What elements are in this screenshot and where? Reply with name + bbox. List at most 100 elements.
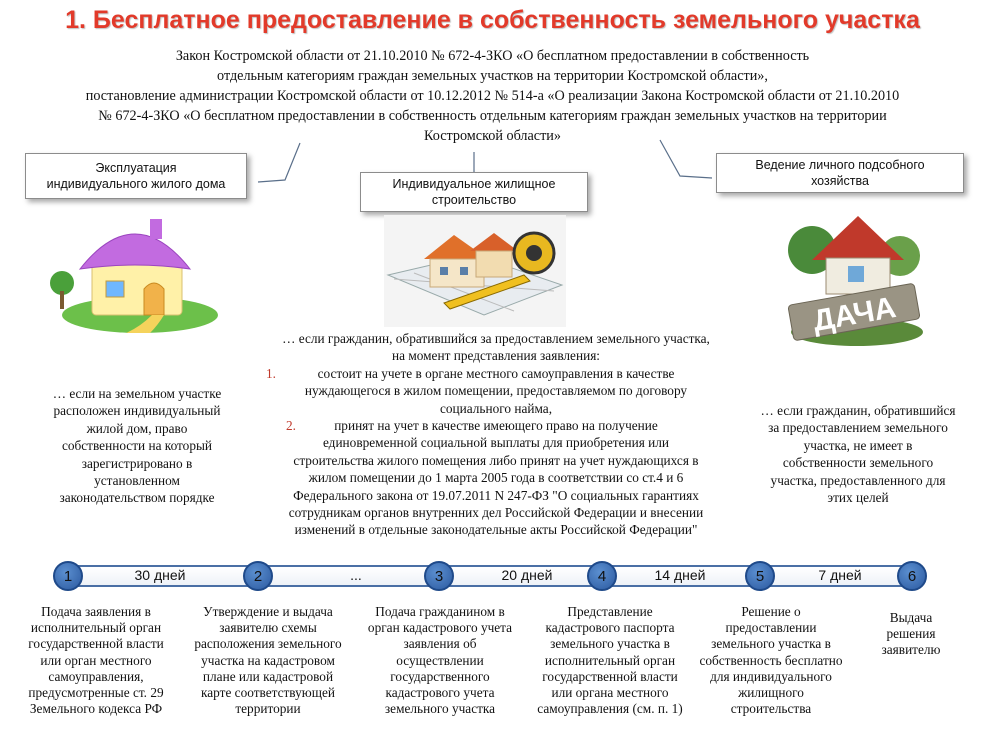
- category-label: Эксплуатация: [95, 161, 177, 175]
- desc-line: состоит на учете в органе местного самоу…: [317, 365, 675, 381]
- desc-line: принят на учет в качестве имеющего право…: [334, 418, 658, 434]
- desc-line: жилом помещении до 1 марта 2005 года в с…: [308, 470, 684, 486]
- law-line: Закон Костромской области от 21.10.2010 …: [175, 48, 810, 64]
- timeline-step: 4: [587, 561, 617, 591]
- step-desc-line: участка на кадастровом: [201, 652, 335, 668]
- page-title: 1. Бесплатное предоставление в собственн…: [65, 6, 920, 34]
- step-desc-line: расположения земельного: [194, 636, 342, 652]
- step-desc-line: Решение о: [741, 604, 801, 619]
- timeline-duration: 30 дней: [134, 567, 186, 583]
- desc-line: … если на земельном участке: [52, 386, 222, 401]
- step-desc-line: государственного: [390, 668, 490, 684]
- center-description: … если гражданин, обратившийся за предос…: [240, 330, 752, 539]
- step-desc-line: самоуправления (см. п. 1): [537, 701, 683, 717]
- step-desc-line: строительства: [730, 701, 812, 717]
- desc-line: законодательством порядке: [59, 490, 215, 506]
- house-illustration: [50, 219, 218, 333]
- timeline-duration: ...: [350, 567, 362, 583]
- step-desc-line: кадастрового учета: [385, 685, 495, 701]
- desc-line: этих целей: [827, 490, 889, 506]
- desc-line: расположен индивидуальный: [53, 403, 221, 419]
- desc-line: на момент представления заявления:: [391, 348, 601, 364]
- step-desc-line: земельного участка: [384, 701, 496, 717]
- step-desc-line: или орган местного: [40, 652, 152, 668]
- step-desc-line: для индивидуального: [710, 668, 832, 684]
- desc-line: изменений в отдельные законодательные ак…: [294, 522, 698, 538]
- desc-line: единовременной социальной выплаты для пр…: [322, 435, 670, 451]
- desc-line: собственности на который: [61, 438, 213, 454]
- category-label: строительство: [431, 193, 517, 207]
- desc-line: за предоставлением земельного: [768, 420, 948, 436]
- category-label: Индивидуальное жилищное: [392, 177, 556, 191]
- step-desc-line: решения: [886, 626, 936, 642]
- timeline-duration: 20 дней: [501, 567, 553, 583]
- step-desc-line: земельного участка в: [711, 636, 831, 652]
- desc-line: … если гражданин, обратившийся за предос…: [282, 331, 710, 346]
- step-desc-line: жилищного: [738, 685, 804, 701]
- construction-illustration: [384, 215, 566, 327]
- timeline-step: 5: [745, 561, 775, 591]
- step-desc-line: Земельного кодекса РФ: [29, 701, 163, 717]
- step-desc-line: Подача заявления в: [41, 604, 151, 619]
- step-desc-line: Подача гражданином в: [375, 604, 505, 619]
- step-desc-line: плане или кадастровой: [202, 668, 334, 684]
- law-line: постановление администрации Костромской …: [85, 88, 900, 104]
- step-desc-line: предоставлении: [725, 620, 817, 636]
- step-desc-line: земельного участка в: [550, 636, 670, 652]
- desc-line: установленном: [94, 473, 180, 489]
- timeline-duration: 7 дней: [818, 567, 862, 583]
- timeline-step: 1: [53, 561, 83, 591]
- step-desc-line: государственной власти: [28, 636, 164, 652]
- step-description: Выдача решения заявителю: [866, 610, 956, 659]
- timeline-step: 3: [424, 561, 454, 591]
- step-desc-line: территории: [235, 701, 301, 717]
- condition-number: 1.: [266, 365, 276, 381]
- desc-line: сотрудникам органов внутренних дел Росси…: [288, 505, 704, 521]
- desc-line: Федерального закона от 19.07.2011 N 247-…: [293, 487, 699, 503]
- condition-number: 2.: [286, 418, 296, 434]
- desc-line: собственности земельного: [782, 455, 934, 471]
- step-desc-line: кадастрового паспорта: [545, 620, 675, 636]
- step-desc-line: заявителю схемы: [219, 620, 317, 636]
- law-reference: Закон Костромской области от 21.10.2010 …: [10, 46, 975, 146]
- step-description: Представление кадастрового паспорта земе…: [522, 604, 698, 717]
- desc-line: жилой дом, право: [86, 420, 188, 436]
- desc-line: участка, предоставленного для: [770, 472, 946, 488]
- category-box-construction: Индивидуальное жилищное строительство: [360, 172, 588, 212]
- step-description: Подача заявления в исполнительный орган …: [8, 604, 184, 717]
- step-desc-line: государственной власти: [542, 668, 678, 684]
- law-line: № 672-4-ЗКО «О бесплатном предоставлении…: [98, 108, 887, 124]
- step-desc-line: заявителю: [881, 642, 941, 658]
- desc-line: нуждающегося в жилом помещении, предоста…: [304, 383, 688, 399]
- timeline-step: 6: [897, 561, 927, 591]
- step-desc-line: осуществлении: [396, 652, 484, 668]
- step-desc-line: Представление: [567, 604, 653, 619]
- timeline-duration: 14 дней: [654, 567, 706, 583]
- step-desc-line: карте соответствующей: [201, 685, 335, 701]
- step-description: Решение о предоставлении земельного учас…: [686, 604, 856, 717]
- category-label: индивидуального жилого дома: [46, 177, 226, 191]
- category-label: хозяйства: [811, 174, 869, 188]
- step-desc-line: или органа местного: [551, 685, 669, 701]
- category-label: Ведение личного подсобного: [755, 158, 925, 172]
- step-desc-line: исполнительный орган: [544, 652, 676, 668]
- desc-line: участка, не имеет в: [803, 437, 913, 453]
- dacha-illustration: ДАЧА: [787, 216, 923, 346]
- step-desc-line: Утверждение и выдача: [203, 604, 333, 619]
- law-line: отдельным категориям граждан земельных у…: [217, 68, 768, 84]
- step-desc-line: заявления об: [403, 636, 477, 652]
- step-desc-line: предусмотренные ст. 29: [28, 685, 164, 701]
- desc-line: социального найма,: [439, 400, 553, 416]
- law-line: Костромской области»: [424, 128, 561, 144]
- category-box-farming: Ведение личного подсобного хозяйства: [716, 153, 964, 193]
- step-description: Утверждение и выдача заявителю схемы рас…: [180, 604, 356, 717]
- step-desc-line: самоуправления,: [48, 668, 144, 684]
- left-description: … если на земельном участке расположен и…: [20, 385, 254, 507]
- step-desc-line: орган кадастрового учета: [367, 620, 513, 636]
- step-desc-line: собственность бесплатно: [699, 652, 843, 668]
- desc-line: строительства жилого помещения либо прин…: [293, 452, 699, 468]
- desc-line: … если гражданин, обратившийся: [760, 403, 956, 418]
- timeline-step: 2: [243, 561, 273, 591]
- step-desc-line: Выдача: [889, 610, 933, 625]
